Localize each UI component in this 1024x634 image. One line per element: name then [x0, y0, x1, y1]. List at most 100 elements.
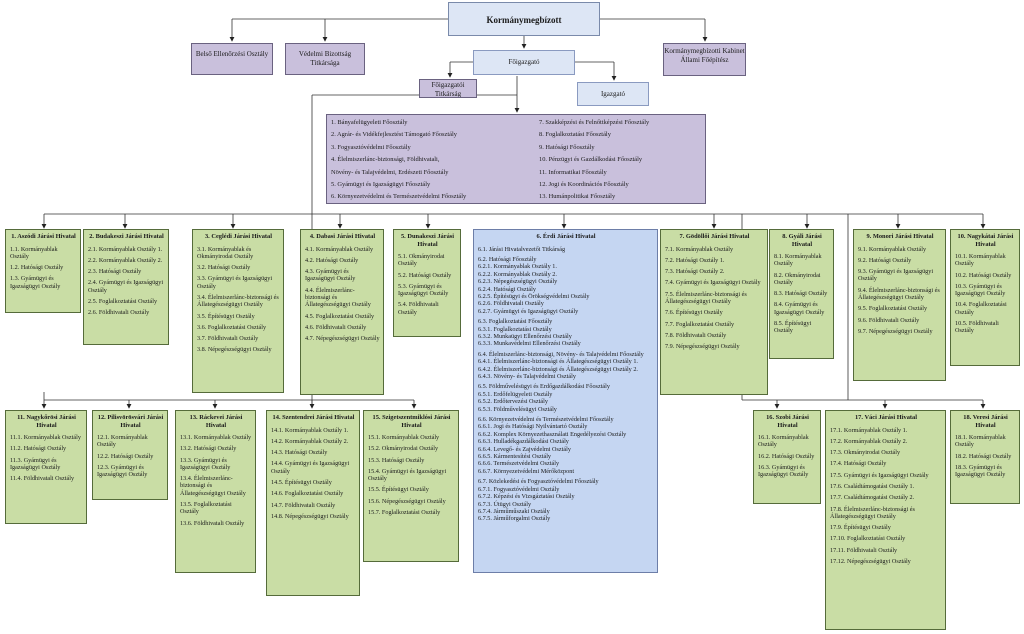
office-unit: 11.3. Gyámügyi és Igazságügyi Osztály: [10, 456, 61, 471]
office-unit: 3.4. Élelmiszerlánc-biztonsági és Állate…: [197, 293, 279, 309]
office-unit: 13.3. Gyámügyi és Igazságügyi Osztály: [180, 456, 231, 471]
office-unit: 7.6. Építésügyi Osztály: [665, 309, 723, 317]
office-unit: 17.4. Hatósági Osztály: [830, 460, 887, 468]
foigazgatoi-titkarsag-box: Főigazgatói Titkárság: [419, 79, 477, 98]
office-unit: 1.1. Kormányablak Osztály: [10, 245, 58, 260]
office-unit: 17.3. Okmányirodai Osztály: [830, 449, 901, 457]
office-unit: 5.1. Okmányirodai Osztály: [398, 253, 445, 268]
office-unit: 6.3.3. Munkavédelmi Ellenőrzési Osztály: [478, 340, 581, 348]
office-unit: 7.9. Népegészségügyi Osztály: [665, 343, 740, 351]
office-unit: 9.5. Foglalkoztatási Osztály: [858, 305, 928, 313]
office-unit: 6.2.6. Földhivatali Osztály: [478, 300, 544, 308]
office-title: 10. Nagykátai Járási Hivatal: [957, 233, 1014, 248]
office-unit: 6.7.1. Fogyasztóvédelmi Osztály: [478, 485, 560, 493]
office-title: 16. Szobi Járási Hivatal: [766, 414, 809, 429]
office-unit: 6.5. Földművelésügyi és Erdőgazdálkodási…: [478, 383, 610, 391]
office-unit: 3.7. Földhivatali Osztály: [197, 335, 259, 343]
office-unit: 6.6. Környezetvédelmi és Természetvédelm…: [478, 416, 614, 424]
foigazgato-box: Főigazgató: [473, 50, 575, 75]
office-unit: 14.2. Kormányablak Osztály 2.: [271, 437, 349, 445]
office-title: 12. Pilisvörösvári Járási Hivatal: [97, 414, 164, 429]
office-unit: 11.2. Hatósági Osztály: [10, 445, 67, 453]
office-unit: 3.1. Kormányablak és Okmányirodai Osztál…: [197, 245, 254, 260]
office-unit: 2.4. Gyámügyi és Igazságügyi Osztály: [88, 279, 164, 294]
foosztaly-item: 2. Agrár- és Vidékfejlesztést Támogató F…: [331, 131, 457, 139]
office-unit: 18.2. Hatósági Osztály: [955, 452, 1012, 460]
office-unit: 4.3. Gyámügyi és Igazságügyi Osztály: [305, 268, 356, 283]
foosztaly-item: 5. Gyámügyi és Igazságügyi Főosztály: [331, 181, 431, 189]
office-unit: 7.5. Élelmiszerlánc-biztonsági és Állate…: [665, 290, 747, 305]
office-unit: 15.7. Foglalkoztatási Osztály: [368, 509, 441, 517]
office-unit: 10.4. Foglalkoztatási Osztály: [955, 301, 1007, 316]
office-title: 11. Nagykőrösi Járási Hivatal: [17, 414, 76, 429]
office-unit: 13.4. Élelmiszerlánc-biztonsági és Állat…: [180, 475, 246, 497]
office-title: 1. Aszódi Járási Hivatal: [11, 233, 76, 240]
office-title: 14. Szentendrei Járási Hivatal: [272, 414, 355, 421]
office-unit: 15.6. Népegészségügyi Osztály: [368, 497, 446, 505]
office-unit: 14.6. Foglalkoztatási Osztály: [271, 490, 344, 498]
office-unit: 15.5. Építésügyi Osztály: [368, 486, 429, 494]
office-unit: 6.4.3. Növény- és Talajvédelmi Osztály: [478, 373, 576, 380]
office-unit: 6.1. Járási Hivatalvezetői Titkárság: [478, 245, 566, 253]
office-unit: 9.1. Kormányablak Osztály: [858, 245, 927, 253]
office-unit: 15.1. Kormányablak Osztály: [368, 434, 440, 441]
office-unit: 5.4. Földhivatali Osztály: [398, 301, 439, 316]
office-unit: 17.5. Gyámügyi és Igazságügyi Osztály: [830, 471, 929, 479]
district-office-15: 15. Szigetszentmiklósi Járási Hivatal 15.…: [363, 410, 459, 562]
office-unit: 6.3. Foglalkoztatási Főosztály: [478, 318, 553, 326]
office-unit: 8.5. Építésügyi Osztály: [774, 320, 812, 335]
office-title: 17. Váci Járási Hivatal: [854, 414, 917, 421]
office-title: 18. Veresi Járási Hivatal: [963, 414, 1008, 429]
office-unit: 17.12. Népegészségügyi Osztály: [830, 558, 911, 566]
office-unit: 7.7. Foglalkoztatási Osztály: [665, 320, 735, 328]
office-unit: 17.10. Foglalkoztatási Osztály: [830, 535, 906, 543]
office-unit: 4.4. Élelmiszerlánc-biztonsági és Állate…: [305, 286, 371, 309]
office-unit: 4.7. Népegészségügyi Osztály: [305, 335, 380, 343]
office-unit: 6.3.1. Foglalkoztatási Osztály: [478, 325, 552, 333]
foosztaly-item: 4. Élelmiszerlánc-biztonsági, Földhivata…: [331, 156, 440, 164]
office-unit: 6.6.3. Hulladékgazdálkodási Osztály: [478, 438, 569, 446]
office-unit: 12.3. Gyámügyi és Igazságügyi Osztály: [97, 463, 148, 479]
office-unit: 4.5. Foglalkoztatási Osztály: [305, 312, 375, 320]
office-unit: 17.1. Kormányablak Osztály 1.: [830, 426, 908, 434]
office-unit: 17.8. Élelmiszerlánc-biztonsági és Állat…: [830, 505, 915, 520]
office-title: 3. Ceglédi Járási Hivatal: [204, 233, 273, 240]
office-unit: 16.2. Hatósági Osztály: [758, 452, 815, 460]
office-unit: 14.5. Építésügyi Osztály: [271, 478, 332, 486]
office-unit: 6.6.2. Komplex Környezethasználati Enged…: [478, 430, 627, 438]
foosztaly-item: 8. Foglalkoztatási Főosztály: [539, 131, 611, 139]
foosztaly-item: Növény- és Talajvédelmi, Erdészeti Főosz…: [331, 168, 449, 176]
office-unit: 7.8. Földhivatali Osztály: [665, 331, 727, 339]
district-office-1: 1. Aszódi Járási Hivatal 1.1. Kormányabla…: [5, 229, 81, 313]
office-unit: 8.1. Kormányablak Osztály: [774, 253, 822, 268]
office-unit: 6.6.7. Környezetvédelmi Mérőközpont: [478, 467, 575, 475]
office-unit: 10.5. Földhivatali Osztály: [955, 320, 999, 335]
office-unit: 4.2. Hatósági Osztály: [305, 256, 359, 264]
office-unit: 10.2. Hatósági Osztály: [955, 271, 1012, 279]
office-title: 6. Érdi Járási Hivatal: [536, 233, 596, 240]
office-unit: 9.6. Földhivatali Osztály: [858, 316, 920, 324]
office-unit: 5.2. Hatósági Osztály: [398, 271, 452, 279]
office-unit: 9.3. Gyámügyi és Igazságügyi Osztály: [858, 268, 934, 283]
office-unit: 6.3.2. Munkaügyi Ellenőrzési Osztály: [478, 332, 572, 340]
office-unit: 3.6. Foglalkoztatási Osztály: [197, 323, 267, 331]
office-unit: 2.3. Hatósági Osztály: [88, 268, 142, 276]
office-unit: 8.3. Hatósági Osztály: [774, 290, 828, 298]
foosztaly-item: 7. Szakképzési és Felnőttképzési Főosztá…: [539, 119, 650, 126]
office-unit: 12.1. Kormányablak Osztály: [97, 434, 148, 449]
office-unit: 6.2.7. Gyámügyi és Igazságügyi Osztály: [478, 307, 579, 315]
office-unit: 7.4. Gyámügyi és Igazságügyi Osztály: [665, 279, 761, 287]
office-unit: 3.8. Népegészségügyi Osztály: [197, 346, 272, 354]
office-title: 4. Dabasi Járási Hivatal: [309, 233, 376, 240]
igazgato-box: Igazgató: [577, 82, 649, 106]
office-unit: 14.3. Hatósági Osztály: [271, 449, 328, 457]
office-title: 15. Szigetszentmiklósi Járási Hivatal: [372, 414, 451, 429]
office-unit: 6.4.1. Élelmiszerlánc-biztonsági és Álla…: [478, 358, 638, 366]
office-unit: 6.7.2. Képzési és Vizsgáztatási Osztály: [478, 493, 575, 501]
